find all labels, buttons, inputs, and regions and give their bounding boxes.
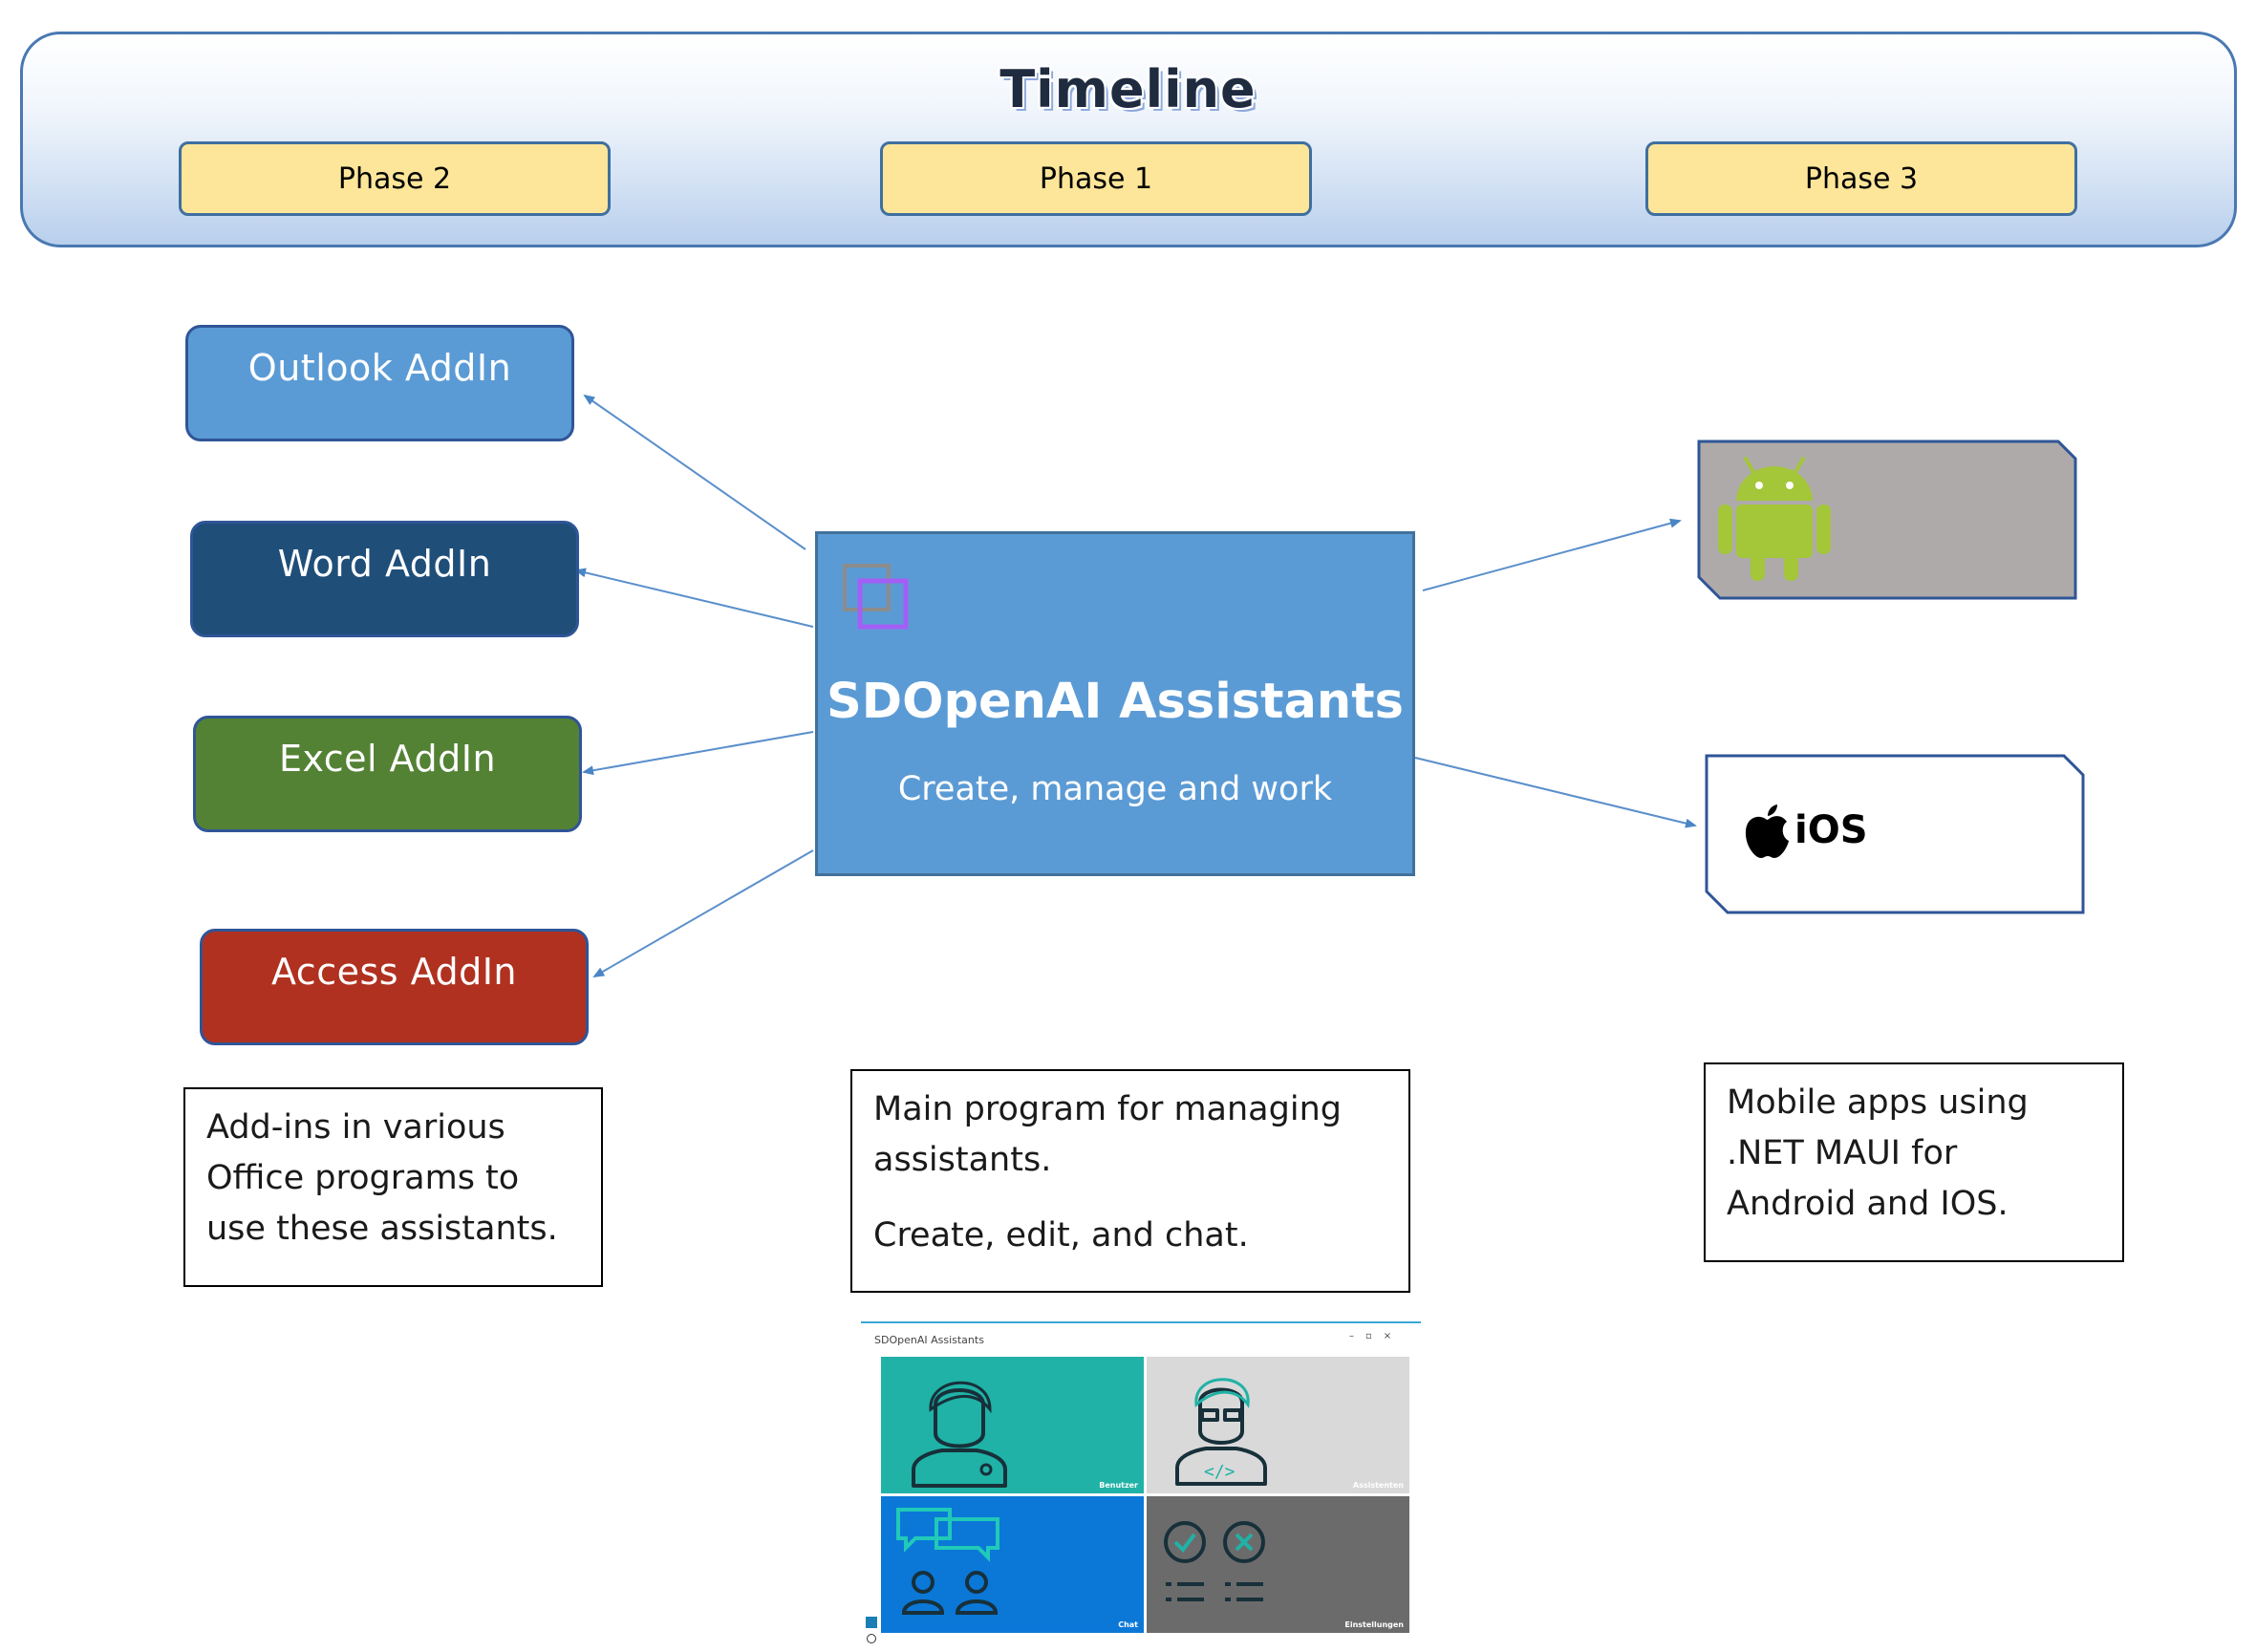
main-note-line: Create, edit, and chat. <box>873 1216 1249 1255</box>
android-icon <box>1718 457 1831 581</box>
mobile-note-line: .NET MAUI for <box>1727 1134 1958 1172</box>
phase-1-box: Phase 1 <box>880 141 1312 216</box>
chat-icon <box>896 1508 999 1615</box>
tile-einstellungen-label: Einstellungen <box>1344 1620 1404 1629</box>
tile-benutzer: Benutzer <box>881 1357 1144 1493</box>
main-subtitle: Create, manage and work <box>897 770 1333 808</box>
clock-icon <box>867 1634 876 1643</box>
arrow-to-access <box>592 849 814 977</box>
app-screenshot-window-title: SDOpenAI Assistants <box>874 1334 984 1346</box>
tile-chat-label: Chat <box>1118 1620 1138 1629</box>
ios-box <box>1705 754 2085 914</box>
main-note-line: Main program for managing <box>873 1090 1342 1128</box>
addins-note-line: Add-ins in various <box>206 1108 505 1147</box>
main-note-line: assistants. <box>873 1141 1052 1179</box>
timeline-title: Timeline <box>999 59 1257 119</box>
word-addin-label: Word AddIn <box>277 543 492 585</box>
tile-einstellungen: Einstellungen <box>1147 1496 1409 1633</box>
tile-assistenten: </> Assistenten <box>1147 1357 1409 1493</box>
developer-icon: </> <box>1175 1378 1267 1486</box>
addins-note-line: Office programs to <box>206 1159 520 1197</box>
settings-checklist-icon <box>1164 1521 1265 1601</box>
apple-icon <box>1745 805 1789 858</box>
arrow-to-excel <box>582 731 814 776</box>
access-addin-label: Access AddIn <box>270 951 518 993</box>
addins-note-line: use these assistants. <box>206 1210 558 1248</box>
phase-3-box: Phase 3 <box>1645 141 2077 216</box>
excel-addin-label: Excel AddIn <box>278 738 497 780</box>
tile-chat: Chat <box>881 1496 1144 1633</box>
tile-benutzer-label: Benutzer <box>1099 1481 1138 1490</box>
arrow-to-word <box>574 568 814 628</box>
main-program-box <box>815 531 1415 876</box>
app-screenshot-topline <box>861 1321 1421 1323</box>
mobile-note-line: Mobile apps using <box>1727 1083 2029 1122</box>
taskbar-app-icon <box>866 1617 877 1628</box>
main-description-box: Main program for managing assistants. Cr… <box>850 1069 1410 1293</box>
ios-label: iOS <box>1794 808 1868 852</box>
access-addin-box: Access AddIn <box>200 929 589 1045</box>
arrow-to-android <box>1422 518 1682 591</box>
outlook-addin-box: Outlook AddIn <box>185 325 574 441</box>
tile-assistenten-label: Assistenten <box>1352 1481 1404 1490</box>
user-icon <box>912 1381 1007 1488</box>
addins-description-box: Add-ins in various Office programs to us… <box>183 1087 603 1287</box>
mobile-note-line: Android and IOS. <box>1727 1185 2009 1223</box>
main-title: SDOpenAI Assistants <box>827 674 1404 730</box>
arrow-to-outlook <box>583 394 806 550</box>
mobile-description-box: Mobile apps using .NET MAUI for Android … <box>1704 1062 2124 1262</box>
app-screenshot-window-controls: –▫× <box>1349 1331 1404 1341</box>
outlook-addin-label: Outlook AddIn <box>247 347 512 389</box>
word-addin-box: Word AddIn <box>190 521 579 637</box>
app-logo-icon <box>843 564 909 630</box>
excel-addin-box: Excel AddIn <box>193 716 582 832</box>
phase-2-box: Phase 2 <box>179 141 611 216</box>
svg-text:</>: </> <box>1204 1462 1235 1482</box>
arrow-to-ios <box>1414 757 1697 828</box>
